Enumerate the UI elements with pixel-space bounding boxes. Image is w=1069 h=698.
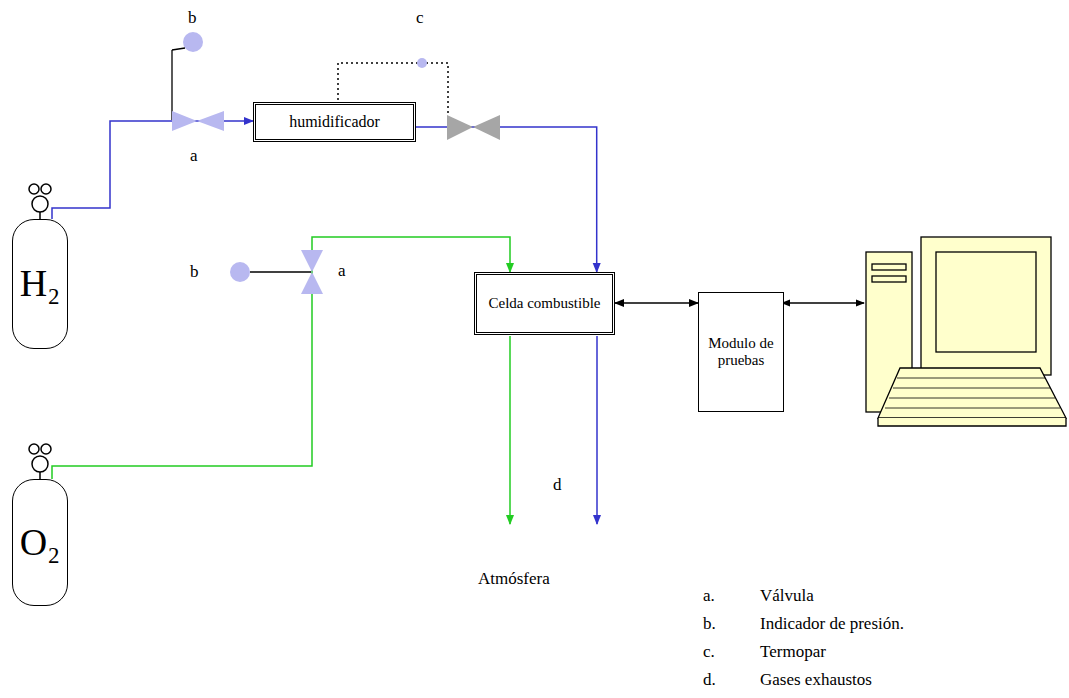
gas-cylinder: H₂ [12, 219, 68, 349]
thermocouple [417, 58, 427, 68]
pressure-gauge [183, 32, 203, 52]
humidifier-box: humidificador [253, 102, 416, 142]
node-text: H₂ [20, 262, 61, 306]
valve-symbol [172, 111, 224, 131]
pipe-connector [52, 237, 510, 479]
pipe-connector [52, 121, 253, 219]
node-text: humidificador [289, 113, 380, 131]
callout-letter: d [553, 475, 562, 495]
legend-text: a. [703, 586, 715, 606]
gauge-stem [250, 271, 311, 272]
computer-illustration [866, 237, 1066, 426]
pipe-connector [615, 302, 698, 304]
fuel-cell-box: Celda combustible [474, 272, 615, 335]
legend-text: c. [703, 642, 715, 662]
pipe-connector [416, 127, 597, 272]
callout-letter: a [338, 261, 346, 281]
callout-letter: c [416, 8, 424, 28]
callout-letter: a [190, 146, 198, 166]
gauge-stem [171, 50, 172, 120]
gas-cylinder: O₂ [12, 479, 68, 606]
legend-text: d. [703, 670, 716, 690]
node-text: O₂ [20, 521, 61, 565]
pressure-gauge [230, 262, 250, 282]
callout-letter: b [190, 262, 199, 282]
legend-text: Termopar [760, 642, 826, 662]
valve-symbol [301, 250, 323, 294]
legend-text: Gases exhaustos [760, 670, 872, 690]
callout-letter: b [188, 8, 197, 28]
node-text: Celda combustible [488, 295, 600, 312]
legend-text: b. [703, 614, 716, 634]
gauge-stem [172, 48, 185, 50]
node-text: Modulo de pruebas [703, 335, 779, 370]
test-module-box: Modulo de pruebas [698, 292, 784, 412]
control-valve [447, 115, 500, 140]
legend-text: Indicador de presión. [760, 614, 904, 634]
legend-text: Válvula [760, 586, 814, 606]
exhaust-line [509, 336, 511, 524]
callout-letter: Atmósfera [478, 569, 550, 589]
exhaust-line [596, 336, 598, 524]
data-link [782, 302, 864, 303]
